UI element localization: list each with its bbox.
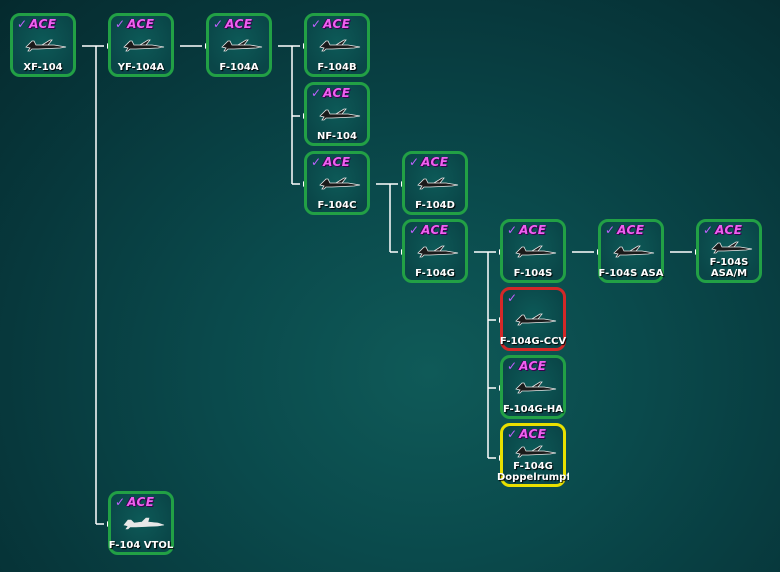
check-icon: ✓ bbox=[311, 155, 322, 169]
aircraft-name: F-104A bbox=[219, 62, 259, 73]
ace-badge: ✓ ACE bbox=[311, 85, 350, 101]
check-icon: ✓ bbox=[115, 17, 126, 31]
aircraft-name: F-104D bbox=[415, 200, 455, 211]
ace-badge: ✓ ACE bbox=[311, 16, 350, 32]
jet-icon bbox=[613, 245, 655, 258]
aircraft-name: F-104C bbox=[317, 200, 357, 211]
aircraft-name: F-104G-CCV bbox=[499, 336, 567, 347]
check-icon: ✓ bbox=[507, 359, 518, 373]
ace-badge: ✓ ACE bbox=[507, 358, 546, 374]
ace-badge: ✓ ACE bbox=[507, 426, 546, 442]
aircraft-name: NF-104 bbox=[317, 131, 357, 142]
ace-badge: ✓ ACE bbox=[213, 16, 252, 32]
aircraft-name: F-104S ASA/M bbox=[709, 257, 749, 279]
tree-node-nf104[interactable]: ✓ ACE NF-104 bbox=[304, 82, 370, 146]
jet-icon bbox=[319, 177, 361, 190]
tree-node-f104s[interactable]: ✓ ACE F-104S bbox=[500, 219, 566, 283]
check-icon: ✓ bbox=[311, 86, 322, 100]
check-icon: ✓ bbox=[409, 223, 420, 237]
jet-icon bbox=[319, 39, 361, 52]
ace-label: ACE bbox=[127, 17, 155, 31]
jet-icon bbox=[221, 39, 263, 52]
tree-node-f104g-ccv[interactable]: ✓ F-104G-CCV bbox=[500, 287, 566, 351]
tree-node-f104g[interactable]: ✓ ACE F-104G bbox=[402, 219, 468, 283]
aircraft-name: F-104S ASA bbox=[598, 268, 664, 279]
check-icon: ✓ bbox=[605, 223, 616, 237]
aircraft-name: F-104B bbox=[317, 62, 357, 73]
tree-node-f104d[interactable]: ✓ ACE F-104D bbox=[402, 151, 468, 215]
jet-icon bbox=[417, 177, 459, 190]
check-icon: ✓ bbox=[17, 17, 28, 31]
jet-icon bbox=[515, 445, 557, 458]
aircraft-name: F-104 VTOL bbox=[108, 540, 174, 551]
ace-label: ACE bbox=[29, 17, 57, 31]
jet-icon bbox=[515, 245, 557, 258]
tree-node-f104c[interactable]: ✓ ACE F-104C bbox=[304, 151, 370, 215]
ace-badge: ✓ ACE bbox=[703, 222, 742, 238]
jet-icon bbox=[319, 108, 361, 121]
tree-node-f104-vtol[interactable]: ✓ ACE F-104 VTOL bbox=[108, 491, 174, 555]
ace-label: ACE bbox=[323, 86, 351, 100]
ace-label: ACE bbox=[225, 17, 253, 31]
check-icon: ✓ bbox=[409, 155, 420, 169]
jet-icon bbox=[515, 313, 557, 326]
ace-badge: ✓ ACE bbox=[507, 222, 546, 238]
tree-node-f104b[interactable]: ✓ ACE F-104B bbox=[304, 13, 370, 77]
aircraft-name: YF-104A bbox=[117, 62, 165, 73]
ace-badge: ✓ ACE bbox=[115, 16, 154, 32]
jet-icon bbox=[123, 39, 165, 52]
tree-node-f104g-doppelrumpf[interactable]: ✓ ACE F-104G Doppelrumpf bbox=[497, 423, 569, 487]
ace-label: ACE bbox=[519, 427, 547, 441]
jet-icon bbox=[25, 39, 67, 52]
tree-node-f104a[interactable]: ✓ ACE F-104A bbox=[206, 13, 272, 77]
ace-label: ACE bbox=[715, 223, 743, 237]
ace-label: ACE bbox=[421, 155, 449, 169]
ace-badge: ✓ ACE bbox=[311, 154, 350, 170]
jet-icon bbox=[123, 517, 165, 530]
ace-label: ACE bbox=[519, 359, 547, 373]
jet-icon bbox=[515, 381, 557, 394]
ace-badge: ✓ ACE bbox=[605, 222, 644, 238]
ace-label: ACE bbox=[421, 223, 449, 237]
tree-node-yf104a[interactable]: ✓ ACE YF-104A bbox=[108, 13, 174, 77]
ace-label: ACE bbox=[323, 17, 351, 31]
tree-node-f104g-ha[interactable]: ✓ ACE F-104G-HA bbox=[500, 355, 566, 419]
check-icon: ✓ bbox=[311, 17, 322, 31]
jet-icon bbox=[711, 241, 753, 254]
aircraft-name: F-104G-HA bbox=[502, 404, 563, 415]
ace-label: ACE bbox=[127, 495, 155, 509]
tree-node-xf104[interactable]: ✓ ACE XF-104 bbox=[10, 13, 76, 77]
check-icon: ✓ bbox=[507, 427, 518, 441]
ace-badge: ✓ ACE bbox=[115, 494, 154, 510]
aircraft-name: F-104G Doppelrumpf bbox=[497, 461, 569, 483]
tree-node-f104s-asa-m[interactable]: ✓ ACE F-104S ASA/M bbox=[696, 219, 762, 283]
aircraft-name: F-104S bbox=[513, 268, 553, 279]
check-icon: ✓ bbox=[115, 495, 126, 509]
check-icon: ✓ bbox=[703, 223, 714, 237]
aircraft-name: F-104G bbox=[415, 268, 455, 279]
ace-badge: ✓ ACE bbox=[409, 154, 448, 170]
jet-icon bbox=[417, 245, 459, 258]
ace-label: ACE bbox=[323, 155, 351, 169]
ace-badge: ✓ ACE bbox=[17, 16, 56, 32]
ace-label: ACE bbox=[617, 223, 645, 237]
check-icon: ✓ bbox=[507, 291, 518, 305]
ace-badge: ✓ ACE bbox=[409, 222, 448, 238]
tree-node-f104s-asa[interactable]: ✓ ACE F-104S ASA bbox=[598, 219, 664, 283]
check-icon: ✓ bbox=[507, 223, 518, 237]
check-icon: ✓ bbox=[213, 17, 224, 31]
ace-label: ACE bbox=[519, 223, 547, 237]
aircraft-name: XF-104 bbox=[23, 62, 63, 73]
check-badge: ✓ bbox=[507, 290, 517, 306]
